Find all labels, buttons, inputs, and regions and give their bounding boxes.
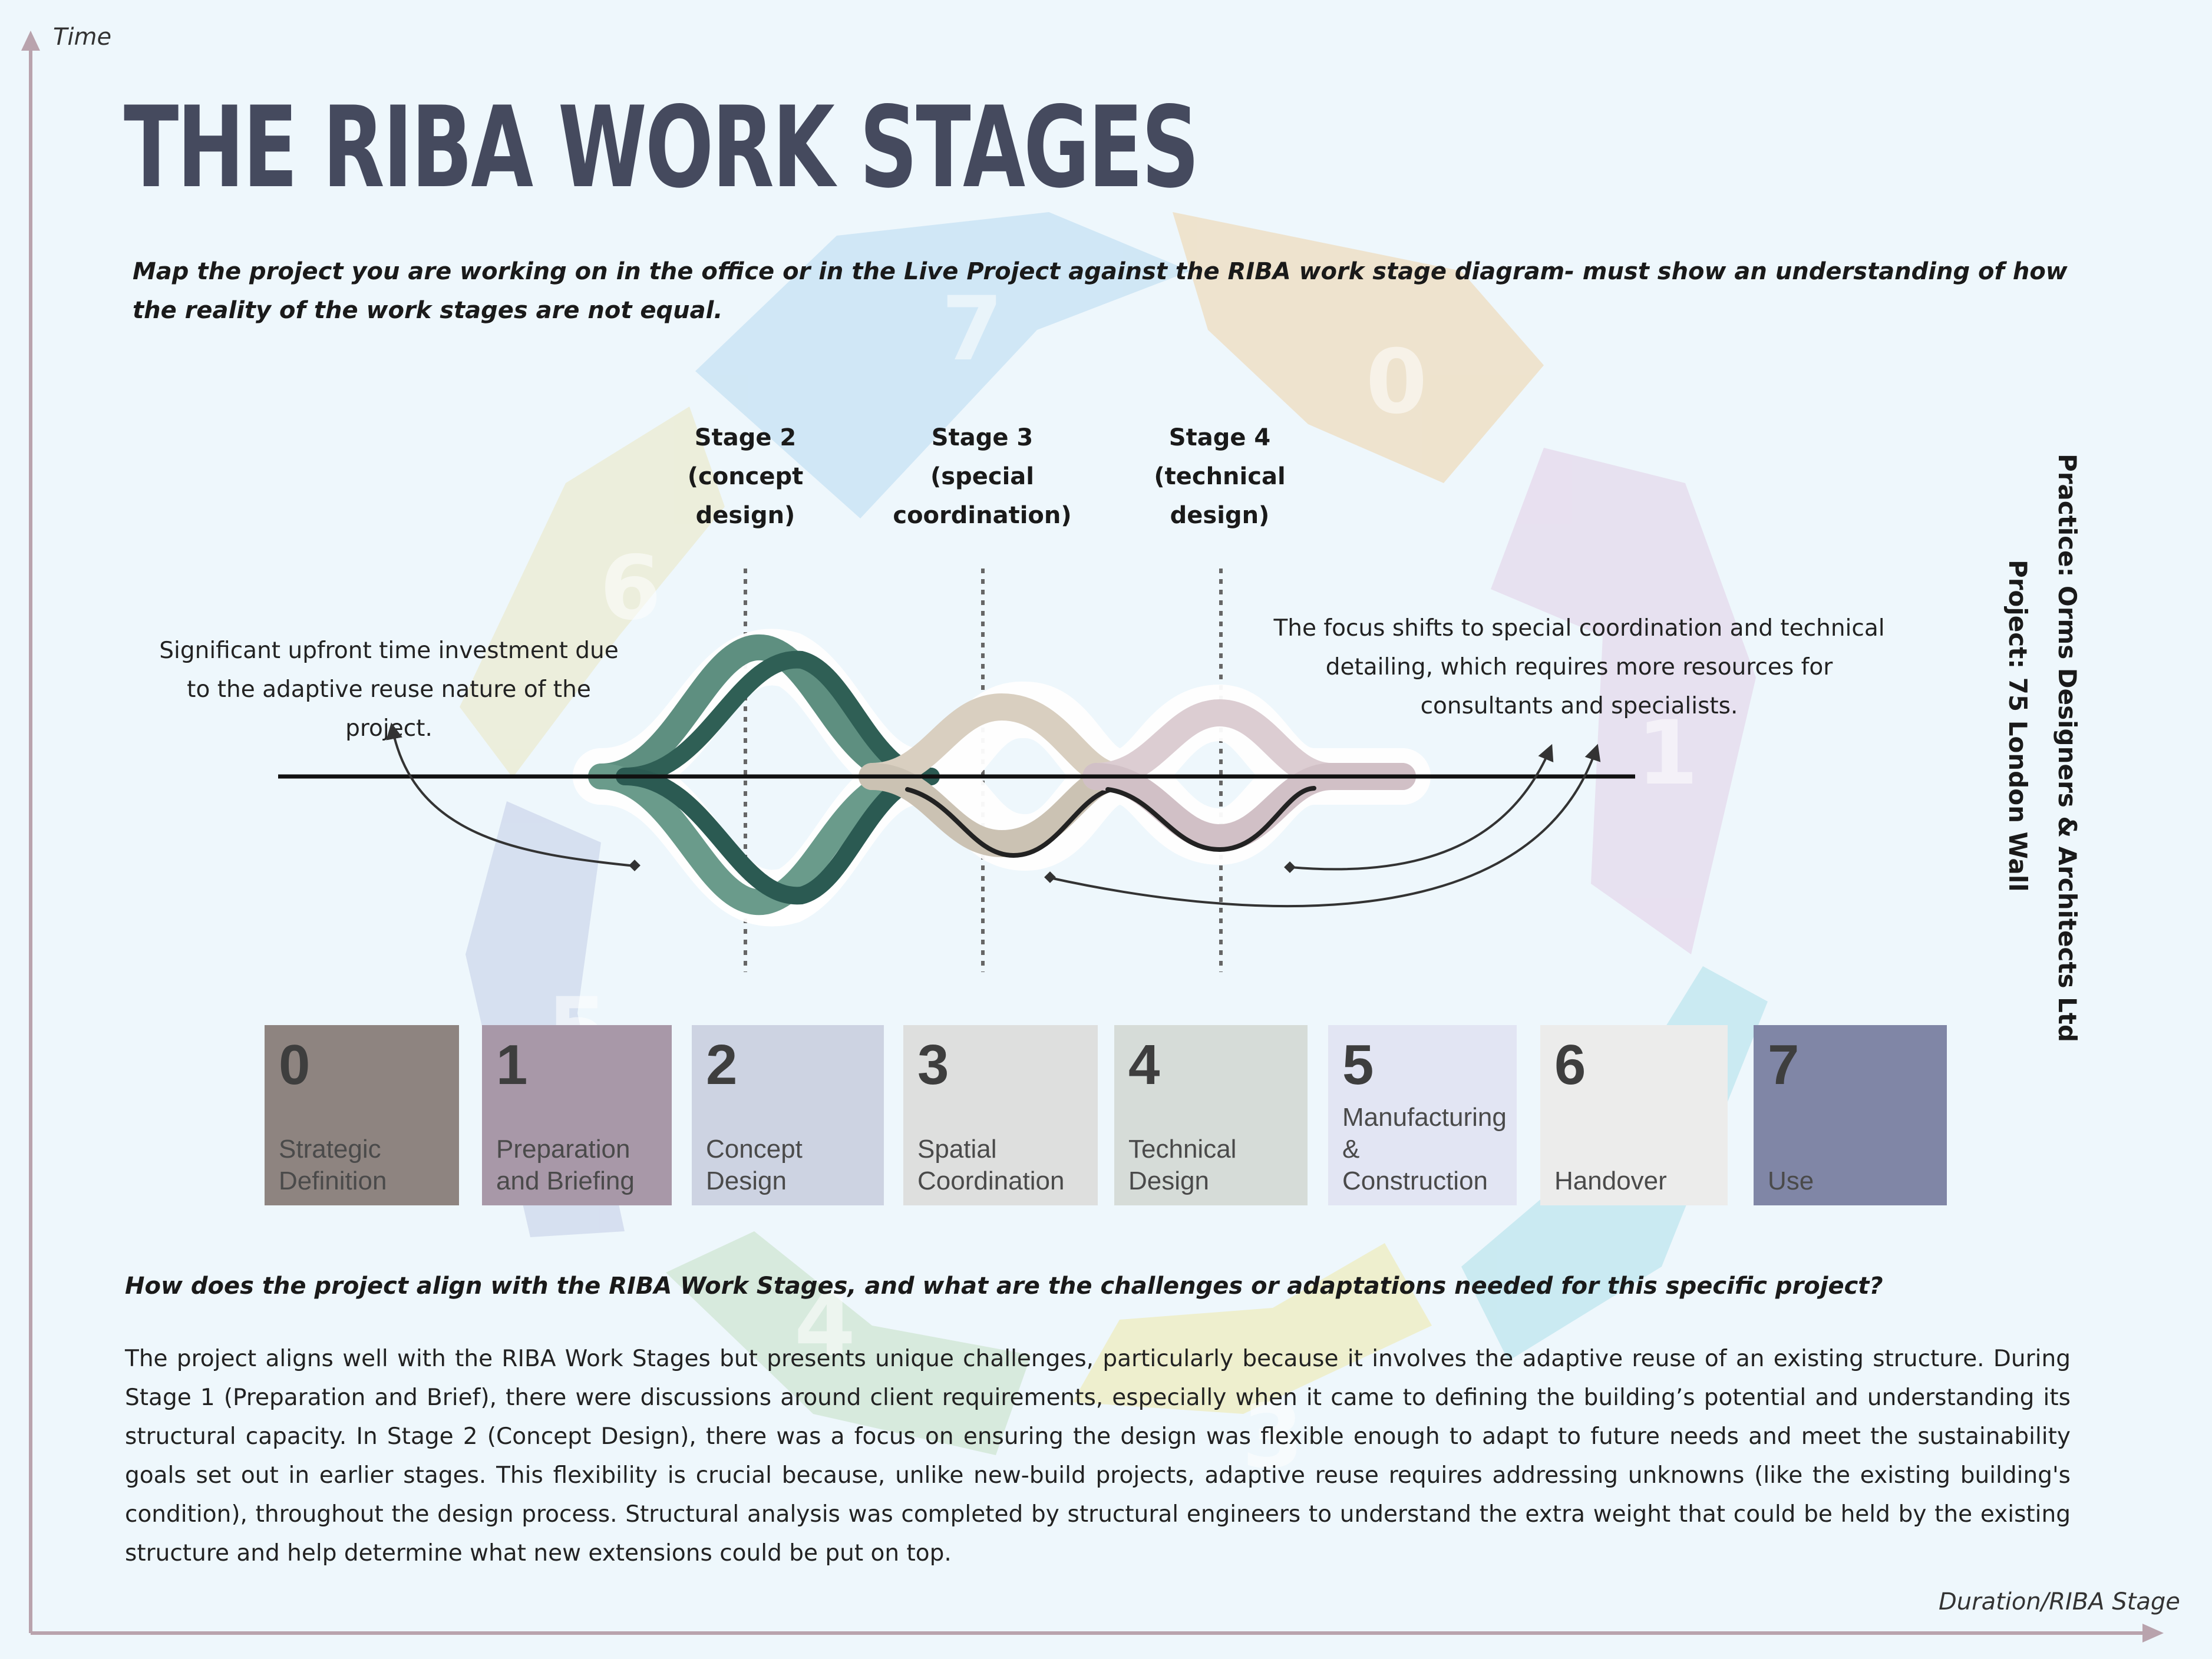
stage-box-4: 4 Technical Design	[1114, 1025, 1308, 1205]
heading-line: (concept	[687, 463, 804, 490]
practice-label: Practice: Orms Designers & Architects Lt…	[2053, 454, 2082, 1043]
stage-number: 7	[1768, 1033, 1800, 1096]
arrow-upfront	[386, 722, 636, 867]
stage-name: Concept Design	[706, 1135, 803, 1195]
heading-line: (technical	[1154, 463, 1286, 490]
stage-4-heading: Stage 4 (technical design)	[1114, 418, 1326, 535]
stage-name: Spatial Coordination	[917, 1135, 1065, 1195]
concept-stroke-upper	[588, 634, 932, 789]
stage-box-2: 2 Concept Design	[692, 1025, 884, 1205]
stage-box-7: 7 Use	[1754, 1025, 1947, 1205]
stage-3-heading: Stage 3 (special coordination)	[876, 418, 1088, 535]
project-label: Project: 75 London Wall	[2003, 560, 2032, 892]
stage-box-5: 5 Manufacturing & Construction	[1328, 1025, 1517, 1205]
reflection-answer: The project aligns well with the RIBA Wo…	[125, 1346, 2071, 1567]
x-axis-arrowhead	[2142, 1624, 2164, 1643]
wheel-segment-7	[695, 212, 1190, 518]
stage-box-1: 1 Preparation and Briefing	[482, 1025, 672, 1205]
heading-line: Stage 3	[931, 424, 1034, 451]
wheel-number: 7	[942, 278, 1003, 381]
heading-line: Stage 4	[1168, 424, 1271, 451]
y-axis-arrowhead	[21, 31, 40, 51]
arrow-anchor	[629, 860, 641, 871]
heading-line: design)	[695, 502, 795, 529]
concept-stroke-lower	[588, 764, 932, 916]
stage-name: Technical Design	[1128, 1135, 1237, 1195]
heading-line: coordination)	[893, 502, 1072, 529]
y-axis-label: Time	[53, 24, 112, 51]
project-info: Practice: Orms Designers & Architects Lt…	[2003, 454, 2098, 1042]
wheel-segment-4	[666, 1231, 1031, 1455]
stage-number: 5	[1342, 1033, 1374, 1096]
concept-stroke-upper-2	[616, 650, 940, 785]
stage-number: 1	[496, 1033, 528, 1096]
arrow-coordination	[1049, 743, 1601, 908]
note-upfront-time: Significant upfront time investment due …	[159, 637, 619, 742]
stage-box-3: 3 Spatial Coordination	[903, 1025, 1098, 1205]
arrow-technical	[1290, 743, 1554, 871]
technical-stroke-upper	[1082, 699, 1416, 790]
stage-number: 6	[1554, 1033, 1586, 1096]
coordination-stroke-upper	[859, 693, 1133, 790]
stage-name: Handover	[1554, 1166, 1667, 1195]
heading-line: (special	[930, 463, 1034, 490]
concept-stroke-lower-2	[616, 768, 940, 905]
task-prompt: Map the project you are working on in th…	[133, 258, 2068, 324]
page-title: THE RIBA WORK STAGES	[124, 82, 1200, 213]
stage-name: Preparation and Briefing	[496, 1135, 635, 1195]
note-focus-shift: The focus shifts to special coordination…	[1273, 615, 1885, 719]
wheel-number: 0	[1366, 331, 1427, 434]
stage-number: 4	[1128, 1033, 1160, 1096]
stage-2-heading: Stage 2 (concept design)	[639, 418, 851, 535]
wheel-segment-6	[460, 407, 725, 778]
technical-shadow	[1105, 786, 1316, 852]
stage-name: Manufacturing & Construction	[1342, 1103, 1507, 1195]
stage-number: 2	[706, 1033, 738, 1096]
heading-line: Stage 2	[694, 424, 797, 451]
stage-name: Strategic Definition	[279, 1135, 387, 1195]
heading-line: design)	[1170, 502, 1270, 529]
wheel-number: 3	[1242, 1386, 1303, 1488]
arrow-anchor	[1044, 871, 1056, 883]
x-axis-label: Duration/RIBA Stage	[1939, 1588, 2180, 1615]
reflection-question: How does the project align with the RIBA…	[125, 1273, 1883, 1300]
wheel-number: 6	[600, 537, 661, 640]
stage-number: 3	[917, 1033, 949, 1096]
stage-box-0: 0 Strategic Definition	[265, 1025, 459, 1205]
wheel-number: 4	[794, 1274, 856, 1376]
arrow-anchor	[1284, 861, 1296, 873]
wheel-segment-3	[1072, 1243, 1432, 1414]
stage-number: 0	[279, 1033, 311, 1096]
stage-name: Use	[1768, 1166, 1814, 1195]
wheel-number: 1	[1637, 702, 1698, 805]
technical-stroke-lower	[1082, 763, 1416, 852]
wheel-segment-1	[1491, 448, 1756, 954]
wheel-segment-0	[1173, 212, 1544, 483]
stage-box-6: 6 Handover	[1540, 1025, 1728, 1205]
coordination-shadow	[905, 786, 1122, 858]
